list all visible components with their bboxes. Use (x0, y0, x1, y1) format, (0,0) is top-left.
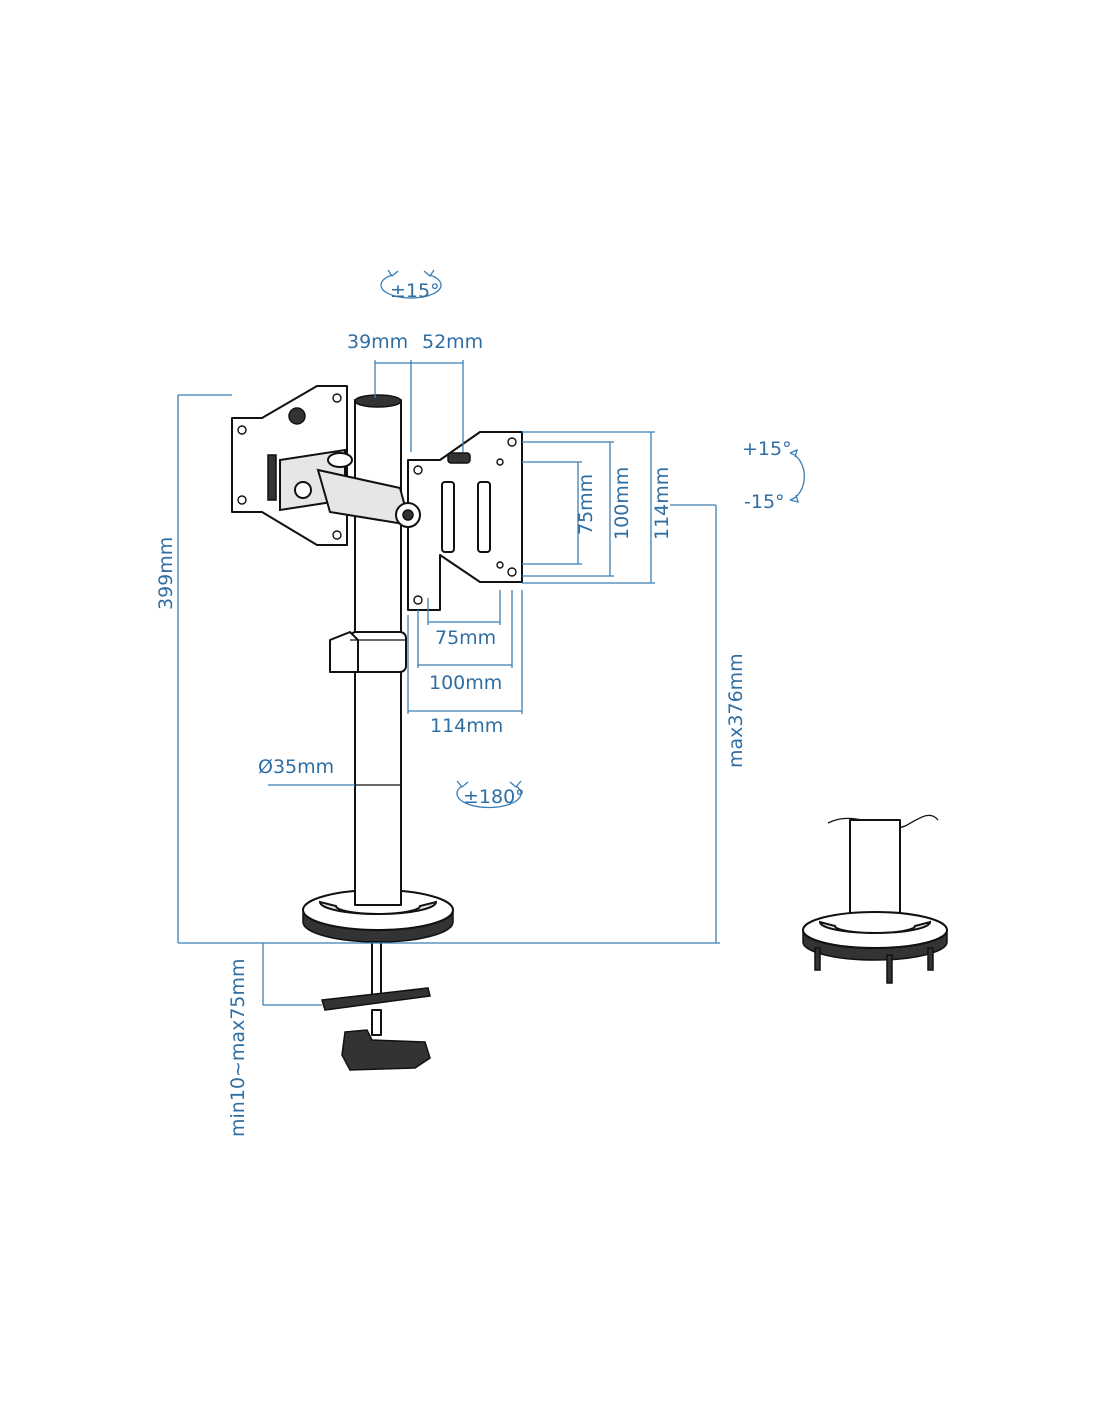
swivel-minus-label: -15° (744, 491, 785, 513)
rotation-180-label: ±180° (463, 786, 525, 808)
plate-horizontal-114-label: 114mm (430, 715, 503, 737)
grommet-mount (802, 814, 948, 984)
vesa-plate-front (395, 431, 523, 611)
tilt-rotation-symbol (380, 269, 442, 299)
offset-right-label: 52mm (422, 331, 483, 353)
vesa-vertical-100-label: 100mm (611, 467, 633, 540)
desk-thickness-label: min10~max75mm (227, 958, 249, 1137)
swivel-plus-label: +15° (742, 438, 792, 460)
tilt-label: ±15° (390, 280, 440, 302)
swivel-rotation-symbol (789, 448, 805, 503)
vesa-horizontal-100-label: 100mm (429, 672, 502, 694)
pole-diameter-label: Ø35mm (258, 756, 334, 778)
desk-clamp (321, 941, 431, 1071)
plate-vertical-114-label: 114mm (651, 467, 673, 540)
offset-left-label: 39mm (347, 331, 408, 353)
vesa-plate-rear (231, 385, 348, 546)
dimension-labels: ±15° 39mm 52mm +15° -15° 75mm 100mm 114m… (155, 280, 792, 1137)
total-height-label: 399mm (155, 537, 177, 610)
rotate-180-symbol (456, 780, 522, 809)
vesa-horizontal-75-label: 75mm (435, 627, 496, 649)
cable-clip (329, 631, 407, 673)
vesa-vertical-75-label: 75mm (575, 474, 597, 535)
max-height-label: max376mm (725, 653, 747, 768)
monitor-mount-drawing (231, 385, 948, 1071)
dimension-lines (177, 360, 720, 1006)
